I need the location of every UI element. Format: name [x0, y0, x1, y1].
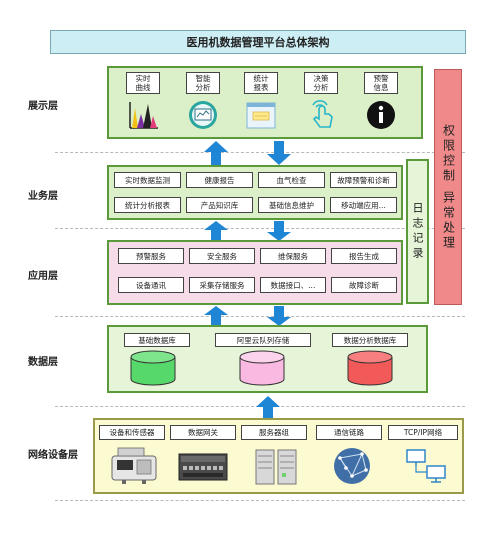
- up-arrow-icon: [204, 221, 228, 241]
- layer-label-business: 业务层: [28, 191, 58, 202]
- server-group-icon: [255, 449, 297, 485]
- database-icon: [130, 350, 176, 386]
- data-item: 数据分析数据库: [332, 333, 408, 347]
- data-item: 阿里云队列存储: [215, 333, 311, 347]
- display-item-decision-analysis: 决策 分析: [304, 72, 338, 94]
- data-item: 基础数据库: [124, 333, 190, 347]
- application-item: 故障诊断: [331, 277, 397, 293]
- business-item: 基础信息维护: [258, 197, 325, 213]
- application-item: 数据接口、...: [260, 277, 326, 293]
- network-item: TCP/IP网络: [388, 425, 458, 440]
- display-item-smart-analysis: 智能 分析: [186, 72, 220, 94]
- report-table-icon: [246, 102, 276, 129]
- network-computers-icon: [406, 449, 446, 483]
- display-item-warning-info: 预警 信息: [364, 72, 398, 94]
- application-item: 设备通讯: [118, 277, 184, 293]
- down-arrow-icon: [267, 221, 291, 241]
- permission-exception-box: 权限控制 异常处理: [434, 69, 462, 305]
- layer-separator: [55, 152, 465, 153]
- application-item: 采集存储服务: [189, 277, 255, 293]
- gateway-device-icon: [178, 453, 228, 481]
- application-item: 报告生成: [331, 248, 397, 264]
- layer-separator: [55, 316, 465, 317]
- layer-separator: [55, 500, 465, 501]
- log-record-box: 日志记录: [406, 159, 429, 304]
- network-item: 数据网关: [170, 425, 236, 440]
- business-item: 健康报告: [186, 172, 253, 188]
- business-item: 故障预警和诊断: [330, 172, 397, 188]
- up-arrow-icon: [204, 141, 228, 165]
- down-arrow-icon: [267, 141, 291, 165]
- down-arrow-icon: [267, 306, 291, 326]
- up-arrow-icon: [204, 306, 228, 326]
- database-icon: [347, 350, 393, 386]
- monitor-analysis-icon: [189, 101, 217, 129]
- line-chart-icon: [129, 102, 158, 129]
- up-arrow-icon: [256, 396, 280, 420]
- globe-network-icon: [334, 448, 370, 484]
- business-item: 移动端应用...: [330, 197, 397, 213]
- application-item: 安全服务: [189, 248, 255, 264]
- network-item: 服务器组: [241, 425, 307, 440]
- business-item: 统计分析报表: [114, 197, 181, 213]
- business-item: 实时数据监测: [114, 172, 181, 188]
- layer-label-network: 网络设备层: [28, 450, 78, 461]
- layer-label-application: 应用层: [28, 271, 58, 282]
- sensor-device-icon: [111, 447, 157, 484]
- info-icon: [367, 101, 395, 129]
- page-title: 医用机数据管理平台总体架构: [50, 30, 466, 54]
- business-item: 血气检查: [258, 172, 325, 188]
- display-item-stat-report: 统计 报表: [244, 72, 278, 94]
- touch-hand-icon: [312, 100, 333, 128]
- network-item: 设备和传感器: [99, 425, 165, 440]
- database-icon: [239, 350, 285, 386]
- permission-exception-label: 权限控制 异常处理: [441, 123, 456, 251]
- business-item: 产品知识库: [186, 197, 253, 213]
- application-item: 预警服务: [118, 248, 184, 264]
- layer-label-data: 数据层: [28, 357, 58, 368]
- network-item: 通信链路: [316, 425, 382, 440]
- application-item: 维保服务: [260, 248, 326, 264]
- layer-separator: [55, 228, 465, 229]
- log-record-label: 日志记录: [411, 201, 424, 262]
- display-item-realtime-curve: 实时 曲线: [126, 72, 160, 94]
- layer-label-display: 展示层: [28, 101, 58, 112]
